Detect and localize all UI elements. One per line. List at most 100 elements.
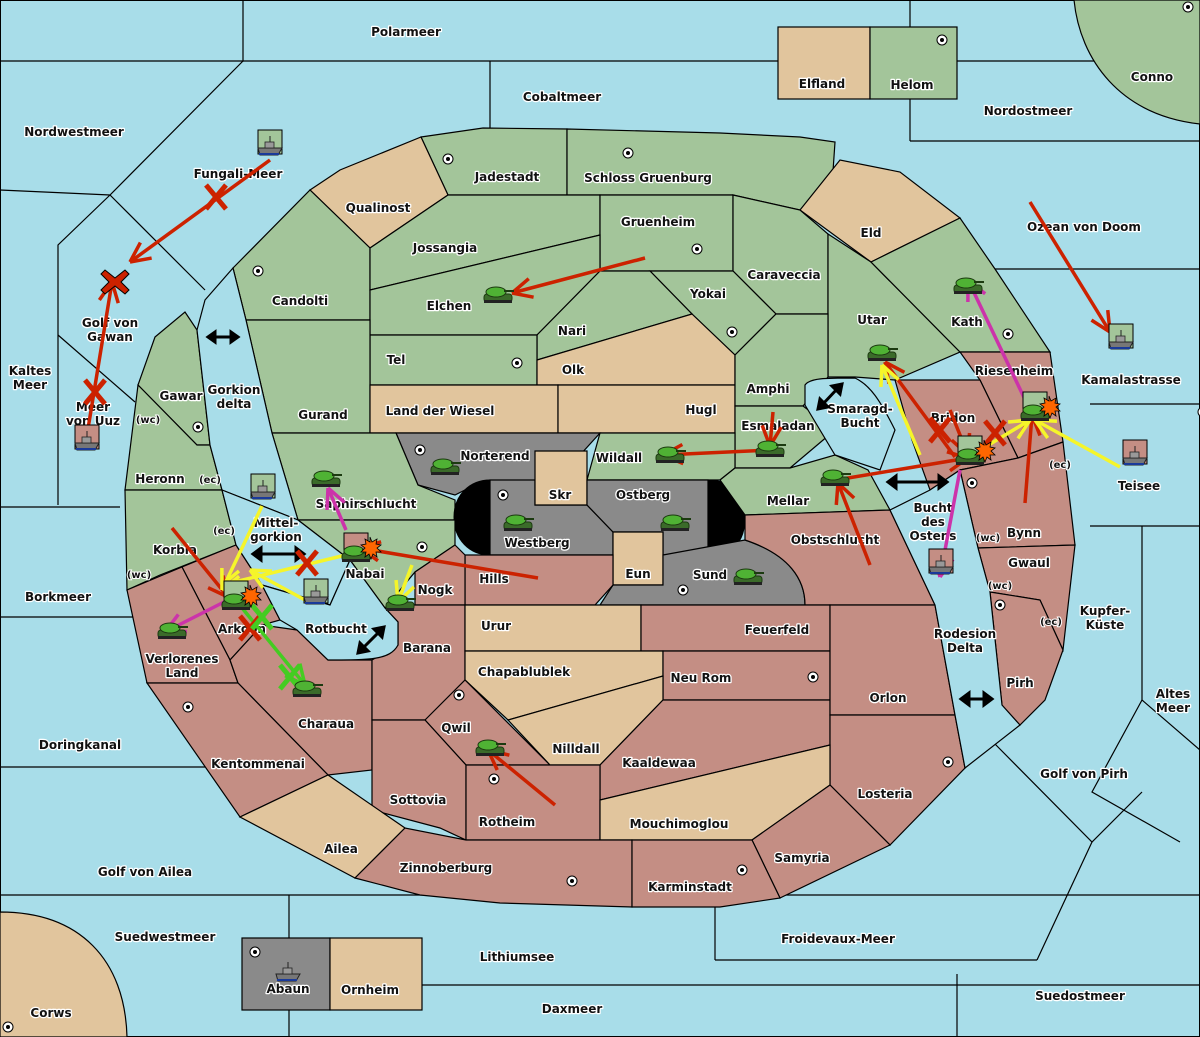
fleet-unit[interactable] bbox=[257, 129, 283, 156]
coast-label-gwaul-ec: (ec) bbox=[1040, 617, 1062, 628]
label-doom: Ozean von Doom bbox=[1027, 220, 1141, 234]
fleet-unit[interactable] bbox=[1122, 439, 1148, 466]
army-unit[interactable] bbox=[820, 469, 851, 486]
double-arrow-icon bbox=[205, 329, 241, 345]
army-unit[interactable] bbox=[475, 739, 506, 756]
label-kaaldewaa: Kaaldewaa bbox=[622, 756, 696, 770]
army-unit[interactable] bbox=[483, 286, 514, 303]
move-order-line bbox=[1028, 201, 1112, 333]
ship-icon bbox=[303, 585, 329, 605]
failed-order-x-icon bbox=[295, 549, 319, 577]
explosion-icon bbox=[360, 536, 382, 561]
coast-label-korbia-wc: (wc) bbox=[127, 570, 151, 581]
ship-icon bbox=[250, 480, 276, 500]
label-kaltes-2: Meer bbox=[13, 378, 47, 392]
tank-icon bbox=[483, 286, 514, 303]
sea-bucht-des-ostens[interactable] bbox=[889, 469, 1021, 770]
fleet-unit[interactable] bbox=[250, 473, 276, 500]
fleet-unit[interactable] bbox=[303, 578, 329, 605]
label-mouchi: Mouchimoglou bbox=[630, 817, 729, 831]
tank-icon bbox=[292, 680, 323, 697]
label-wildall: Wildall bbox=[596, 451, 642, 465]
label-heronn: Heronn bbox=[135, 472, 184, 486]
label-nordostmeer: Nordostmeer bbox=[984, 104, 1073, 118]
fleet-unit[interactable] bbox=[74, 424, 100, 451]
army-unit[interactable] bbox=[292, 680, 323, 697]
tank-icon bbox=[503, 514, 534, 531]
label-urur: Urur bbox=[481, 619, 511, 633]
convoy-arrowhead bbox=[325, 487, 330, 511]
support-arrowhead bbox=[879, 364, 884, 388]
supply-center-icon bbox=[936, 34, 948, 46]
region-elfland[interactable] bbox=[777, 26, 871, 100]
army-unit[interactable] bbox=[655, 446, 686, 463]
label-neurom: Neu Rom bbox=[671, 671, 732, 685]
coast-label-gwaul-wc: (wc) bbox=[988, 581, 1012, 592]
army-unit[interactable] bbox=[953, 277, 984, 294]
army-unit[interactable] bbox=[341, 532, 382, 562]
ship-icon bbox=[928, 555, 954, 575]
label-teisee: Teisee bbox=[1118, 479, 1160, 493]
explosion-icon bbox=[240, 584, 262, 609]
supply-center-icon bbox=[994, 599, 1006, 611]
move-arrowhead bbox=[884, 360, 906, 374]
supply-center-icon bbox=[807, 671, 819, 683]
label-feuerfeld: Feuerfeld bbox=[745, 623, 810, 637]
army-unit[interactable] bbox=[1020, 391, 1061, 421]
label-suedostmeer: Suedostmeer bbox=[1035, 989, 1125, 1003]
label-gawan-2: Gawan bbox=[87, 330, 133, 344]
army-unit[interactable] bbox=[955, 435, 996, 465]
fleet-unit[interactable] bbox=[275, 962, 301, 982]
label-ostberg: Ostberg bbox=[616, 488, 670, 502]
tank-icon bbox=[430, 458, 461, 475]
coast-label-bynn-ec: (ec) bbox=[1049, 460, 1071, 471]
label-rotbucht: Rotbucht bbox=[305, 622, 367, 636]
supply-center-icon bbox=[497, 489, 509, 501]
region-corws[interactable] bbox=[0, 911, 128, 1037]
region-conno[interactable] bbox=[1073, 0, 1200, 125]
region-ornheim[interactable] bbox=[329, 937, 423, 1011]
army-unit[interactable] bbox=[385, 594, 416, 611]
label-pirh: Pirh bbox=[1006, 676, 1033, 690]
label-elfland: Elfland bbox=[799, 77, 845, 91]
support-arrowhead bbox=[1033, 418, 1050, 439]
army-unit[interactable] bbox=[503, 514, 534, 531]
army-unit[interactable] bbox=[660, 514, 691, 531]
move-arrowhead bbox=[511, 291, 534, 299]
army-unit[interactable] bbox=[311, 470, 342, 487]
supply-center-icon bbox=[622, 147, 634, 159]
label-nilldall: Nilldall bbox=[552, 742, 599, 756]
label-froidevaux: Froidevaux-Meer bbox=[781, 932, 895, 946]
sea-gorkion-delta[interactable] bbox=[196, 266, 299, 522]
label-suedwestmeer: Suedwestmeer bbox=[115, 930, 216, 944]
army-unit[interactable] bbox=[867, 344, 898, 361]
army-unit[interactable] bbox=[755, 440, 786, 457]
label-saphir: Saphirschlucht bbox=[316, 497, 417, 511]
region-karminstadt[interactable] bbox=[631, 839, 781, 908]
label-nogk: Nogk bbox=[418, 583, 454, 597]
label-kath: Kath bbox=[951, 315, 983, 329]
label-norterend: Norterend bbox=[460, 449, 529, 463]
label-corws: Corws bbox=[30, 1006, 71, 1020]
support-arrowhead bbox=[1016, 419, 1032, 440]
label-ornheim: Ornheim bbox=[341, 983, 399, 997]
ship-icon bbox=[74, 431, 100, 451]
fleet-unit[interactable] bbox=[1108, 323, 1134, 350]
move-order-line bbox=[486, 748, 557, 807]
label-borkmeer: Borkmeer bbox=[25, 590, 91, 604]
ship-icon bbox=[1122, 446, 1148, 466]
coast-label-bynn-wc: (wc) bbox=[976, 533, 1000, 544]
supply-center-icon bbox=[252, 265, 264, 277]
label-fungali: Fungali-Meer bbox=[194, 167, 283, 181]
coast-label-gawar-wc: (wc) bbox=[136, 415, 160, 426]
army-unit[interactable] bbox=[157, 622, 188, 639]
army-unit[interactable] bbox=[430, 458, 461, 475]
region-gruenheim[interactable] bbox=[599, 194, 734, 272]
army-unit[interactable] bbox=[733, 568, 764, 585]
region-eld[interactable] bbox=[799, 159, 962, 263]
fleet-unit[interactable] bbox=[928, 548, 954, 575]
army-unit[interactable] bbox=[221, 580, 262, 610]
label-verloren-2: Land bbox=[166, 666, 199, 680]
label-mittel-1: Mittel- bbox=[254, 516, 299, 530]
